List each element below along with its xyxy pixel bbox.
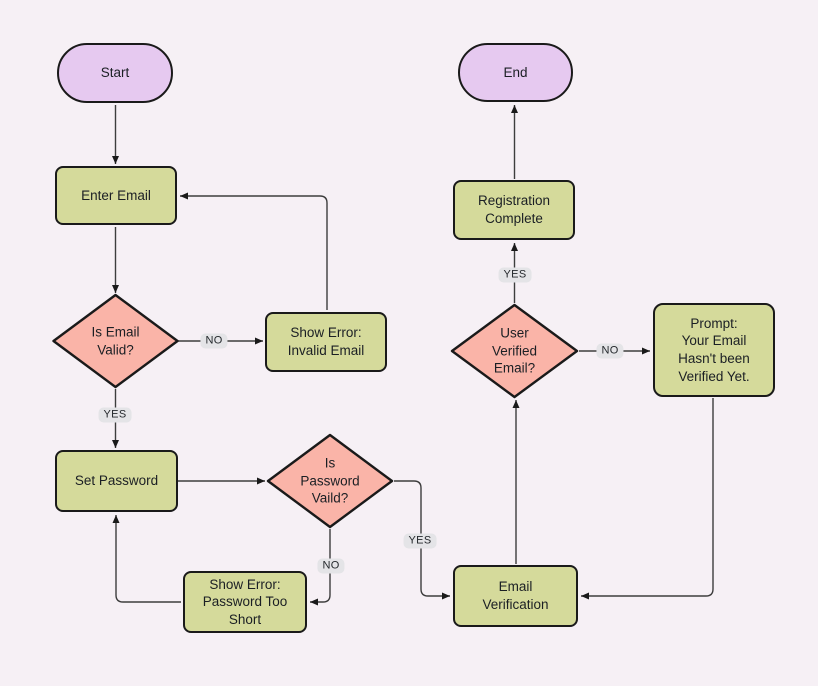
node-start-label: Start (100, 65, 130, 81)
node-user-verified-email[interactable] (450, 303, 579, 399)
node-end[interactable]: End (458, 43, 573, 102)
node-show-error-password-too-short-label: Show Error: Password Too Short (202, 576, 288, 627)
node-show-error-invalid-email-label: Show Error: Invalid Email (287, 325, 365, 358)
node-enter-email[interactable]: Enter Email (55, 166, 177, 225)
edge-label-no-password-invalid: NO (317, 558, 345, 574)
edge-label-yes-email-valid: YES (98, 407, 132, 423)
edge-label-no-invalid-email: NO (200, 333, 228, 349)
node-is-email-valid-label: Is Email Valid? (91, 324, 140, 357)
node-email-verification-label: Email Verification (482, 579, 549, 612)
node-set-password-label: Set Password (74, 473, 159, 489)
edge-label-no-not-verified: NO (596, 343, 624, 359)
node-registration-complete[interactable]: Registration Complete (453, 180, 575, 240)
node-email-verification[interactable]: Email Verification (453, 565, 578, 627)
edge-label-yes-verified: YES (498, 267, 532, 283)
edge-show-error-short-back-to-set-password (112, 515, 181, 603)
node-prompt-email-not-verified-label: Prompt: Your Email Hasn't been Verified … (678, 315, 750, 384)
node-set-password[interactable]: Set Password (55, 450, 178, 512)
edge-is-password-valid-no-to-show-error-short (310, 529, 331, 606)
node-user-verified-email-label: User Verified Email? (491, 325, 538, 376)
edge-prompt-back-to-email-verification (581, 398, 714, 600)
node-registration-complete-label: Registration Complete (477, 193, 551, 226)
node-prompt-email-not-verified[interactable]: Prompt: Your Email Hasn't been Verified … (653, 303, 775, 397)
node-is-email-valid[interactable] (52, 293, 179, 389)
edge-show-error-back-to-enter-email (180, 192, 328, 310)
node-is-password-valid[interactable] (266, 433, 394, 529)
node-start[interactable]: Start (57, 43, 173, 103)
node-show-error-password-too-short[interactable]: Show Error: Password Too Short (183, 571, 307, 633)
node-is-password-valid-label: Is Password Vaild? (300, 455, 360, 506)
node-enter-email-label: Enter Email (81, 187, 151, 203)
edge-label-yes-password-valid: YES (403, 533, 437, 549)
node-show-error-invalid-email[interactable]: Show Error: Invalid Email (265, 312, 387, 372)
node-end-label: End (503, 64, 528, 80)
